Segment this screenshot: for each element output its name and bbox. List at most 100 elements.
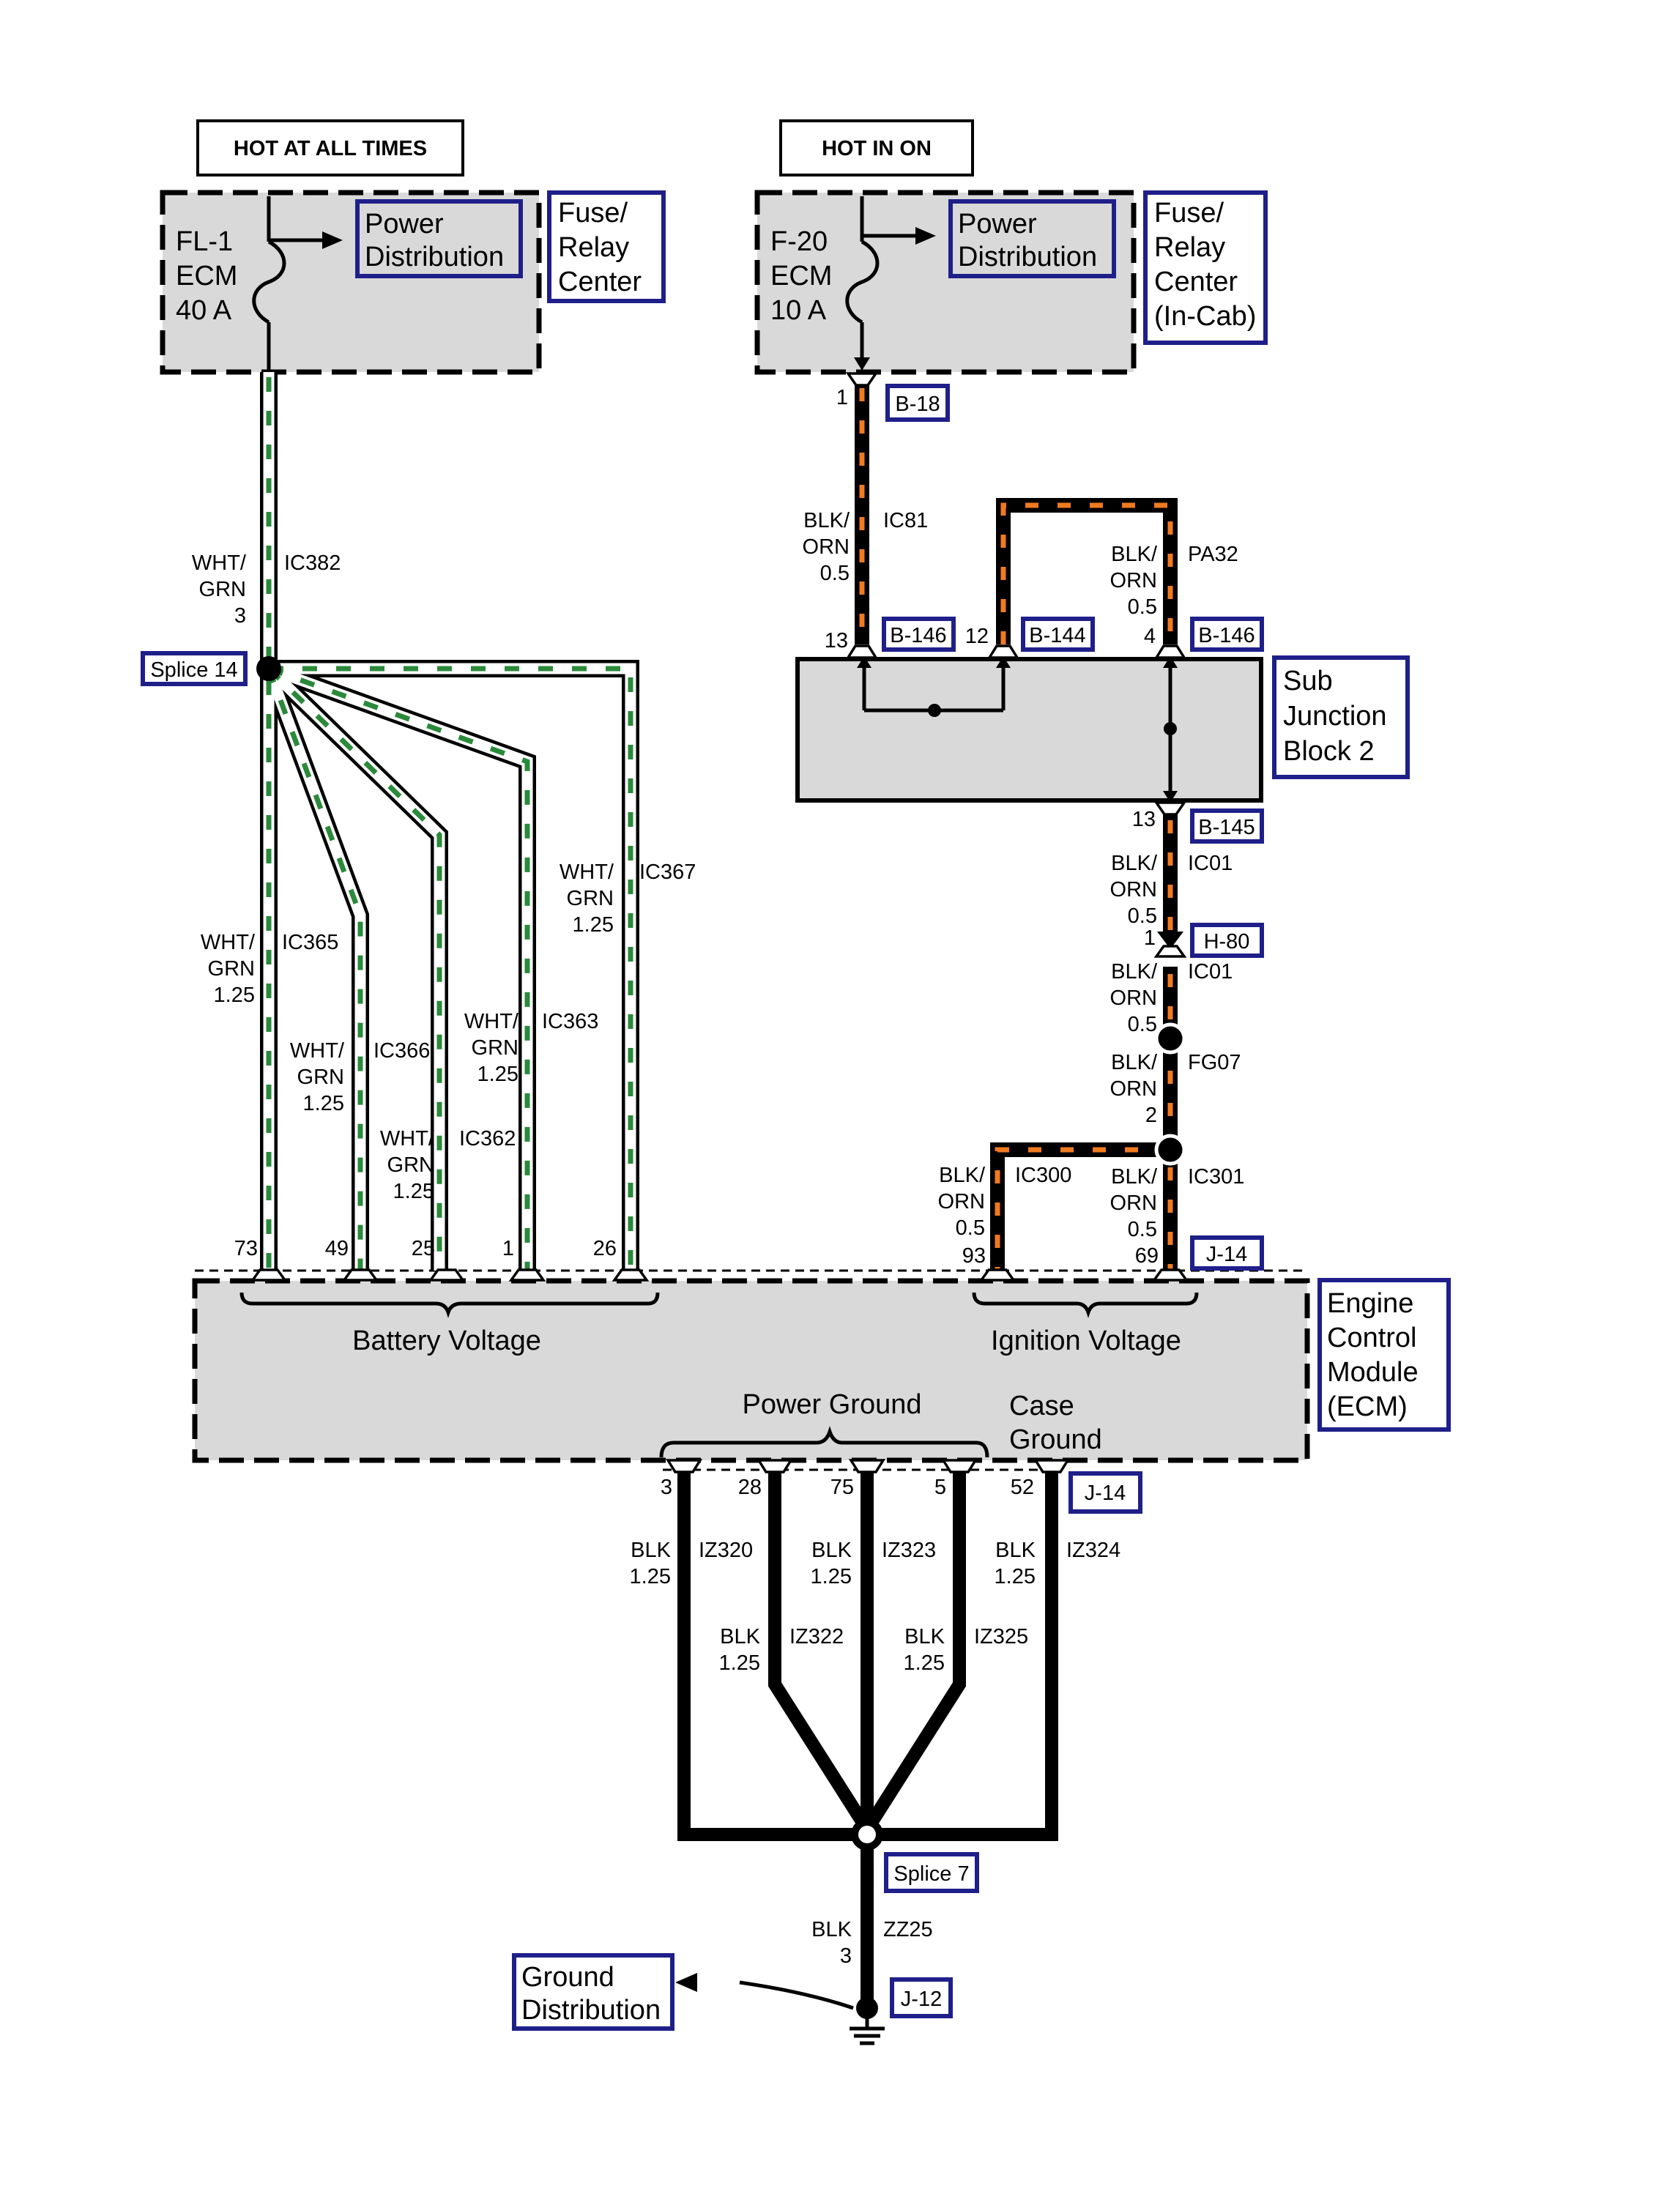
- wire-label-iz320: BLK 1.25 IZ320: [630, 1539, 754, 1588]
- fuse-f20-symbol: [845, 196, 936, 371]
- svg-text:Control: Control: [1327, 1323, 1417, 1353]
- connector-b146-label-2: B-146: [1190, 617, 1264, 652]
- svg-text:J-12: J-12: [901, 1988, 942, 2011]
- svg-text:93: 93: [962, 1244, 986, 1268]
- ecm-label: Engine Control Module (ECM): [1317, 1278, 1451, 1432]
- power-distribution-ref-2[interactable]: Power Distribution: [948, 199, 1116, 278]
- svg-text:13: 13: [1132, 808, 1156, 831]
- svg-text:ECM: ECM: [176, 261, 237, 291]
- svg-text:IC301: IC301: [1188, 1165, 1244, 1189]
- svg-text:0.5: 0.5: [820, 562, 850, 585]
- pin-numbers: 73 49 25 1 26 93 69 1 13 12 4 13 1 3 28 …: [234, 386, 1159, 1499]
- svg-text:ORN: ORN: [1110, 986, 1157, 1010]
- ground-distribution-ref[interactable]: Ground Distribution: [512, 1953, 674, 2031]
- svg-text:F-20: F-20: [770, 226, 828, 257]
- svg-text:GRN: GRN: [472, 1036, 519, 1060]
- svg-text:Relay: Relay: [558, 232, 629, 263]
- svg-text:10 A: 10 A: [770, 295, 827, 326]
- ignition-voltage-group: Ignition Voltage: [972, 1292, 1199, 1356]
- junction-connector-pins: [845, 372, 1187, 958]
- hot-in-on-label: HOT IN ON: [779, 119, 974, 176]
- svg-text:GRN: GRN: [297, 1066, 344, 1089]
- svg-text:WHT/: WHT/: [290, 1039, 345, 1063]
- svg-text:28: 28: [738, 1476, 762, 1499]
- wire-label-iz325: BLK 1.25 IZ325: [904, 1625, 1029, 1675]
- sub-junction-block-box: [795, 657, 1263, 803]
- wire-label-ic81: BLK/ ORN 0.5 IC81: [803, 509, 929, 585]
- svg-text:BLK/: BLK/: [1111, 960, 1158, 984]
- wire-label-ic362: WHT/ GRN 1.25 IC362: [380, 1127, 516, 1203]
- splice-14: [256, 656, 281, 681]
- ground-icon: [850, 1997, 885, 2045]
- svg-text:Power: Power: [365, 209, 444, 239]
- svg-text:Distribution: Distribution: [365, 242, 504, 272]
- svg-text:1.25: 1.25: [393, 1180, 434, 1203]
- svg-text:1.25: 1.25: [995, 1565, 1036, 1588]
- wire-label-ic366: WHT/ GRN 1.25 IC366: [290, 1039, 430, 1115]
- svg-text:IC363: IC363: [542, 1010, 598, 1033]
- svg-text:(ECM): (ECM): [1327, 1391, 1408, 1422]
- svg-text:J-14: J-14: [1085, 1482, 1126, 1505]
- svg-text:ORN: ORN: [1110, 878, 1157, 902]
- svg-text:73: 73: [234, 1237, 258, 1260]
- svg-text:BLK: BLK: [811, 1539, 852, 1562]
- svg-text:Ground: Ground: [521, 1962, 614, 1993]
- svg-text:IC01: IC01: [1188, 960, 1233, 984]
- wire-label-ic301: BLK/ ORN 0.5 IC301: [1110, 1165, 1245, 1241]
- svg-text:Power: Power: [958, 209, 1037, 239]
- svg-text:BLK: BLK: [631, 1539, 671, 1562]
- svg-text:1: 1: [1144, 926, 1156, 950]
- svg-text:1: 1: [502, 1237, 514, 1260]
- svg-text:B-144: B-144: [1029, 624, 1085, 647]
- fuse-relay-center-label: Fuse/ Relay Center: [547, 190, 666, 303]
- svg-text:0.5: 0.5: [1128, 1013, 1157, 1036]
- fuse-relay-center-in-cab-label: Fuse/ Relay Center (In-Cab): [1143, 190, 1268, 345]
- svg-text:69: 69: [1135, 1244, 1159, 1268]
- sub-junction-block-label: Sub Junction Block 2: [1272, 655, 1410, 779]
- svg-text:52: 52: [1011, 1476, 1034, 1499]
- svg-text:ORN: ORN: [938, 1190, 985, 1213]
- inline-splice-points: [1154, 1022, 1186, 1166]
- svg-text:75: 75: [830, 1476, 854, 1499]
- svg-text:Engine: Engine: [1327, 1288, 1413, 1319]
- svg-text:1.25: 1.25: [719, 1651, 760, 1675]
- connector-labels[interactable]: B-18 B-146 B-144 B-146 B-145 H-80 J-14 J…: [141, 384, 1264, 2018]
- power-ground-group: Power Ground: [659, 1389, 989, 1458]
- svg-text:Ground: Ground: [1009, 1424, 1102, 1455]
- svg-text:BLK/: BLK/: [939, 1164, 986, 1187]
- svg-text:BLK/: BLK/: [1111, 1051, 1158, 1074]
- connector-j12-label: J-12: [890, 1977, 953, 2018]
- svg-text:Ignition Voltage: Ignition Voltage: [991, 1326, 1181, 1356]
- svg-text:3: 3: [234, 604, 246, 628]
- connector-b146-label-1: B-146: [882, 617, 956, 652]
- svg-text:(In-Cab): (In-Cab): [1154, 301, 1256, 332]
- splice-7-label: Splice 7: [884, 1852, 979, 1893]
- svg-text:1.25: 1.25: [630, 1565, 671, 1588]
- wire-label-ic363: WHT/ GRN 1.25 IC363: [464, 1010, 598, 1086]
- ecm-ignition-pins: [978, 1268, 1189, 1282]
- fuse-fl1-label: FL-1 ECM 40 A: [176, 226, 237, 326]
- svg-text:40 A: 40 A: [176, 295, 232, 326]
- svg-text:4: 4: [1144, 625, 1156, 648]
- svg-text:IC365: IC365: [282, 931, 338, 954]
- svg-text:WHT/: WHT/: [201, 931, 256, 954]
- ecm-ground-pins: [665, 1459, 1071, 1473]
- power-distribution-ref-1[interactable]: Power Distribution: [355, 199, 523, 278]
- svg-text:B-146: B-146: [890, 624, 946, 647]
- svg-text:Power Ground: Power Ground: [742, 1389, 921, 1420]
- svg-text:ORN: ORN: [1110, 1077, 1157, 1101]
- splice-14-label: Splice 14: [141, 651, 248, 686]
- wire-label-ic367: WHT/ GRN 1.25 IC367: [560, 860, 696, 937]
- svg-text:BLK/: BLK/: [803, 509, 850, 532]
- wire-label-ic300: BLK/ ORN 0.5 IC300: [938, 1164, 1072, 1240]
- fuse-relay-center-box: [160, 190, 542, 375]
- svg-text:BLK: BLK: [995, 1539, 1036, 1562]
- svg-text:3: 3: [661, 1476, 672, 1499]
- connector-b144-label: B-144: [1021, 617, 1095, 652]
- sub-junction-internals: [857, 655, 1178, 803]
- svg-text:GRN: GRN: [208, 957, 255, 981]
- svg-text:Splice 14: Splice 14: [150, 658, 237, 682]
- svg-text:IC367: IC367: [639, 860, 696, 884]
- svg-text:IC81: IC81: [883, 509, 928, 532]
- svg-text:ECM: ECM: [770, 261, 832, 291]
